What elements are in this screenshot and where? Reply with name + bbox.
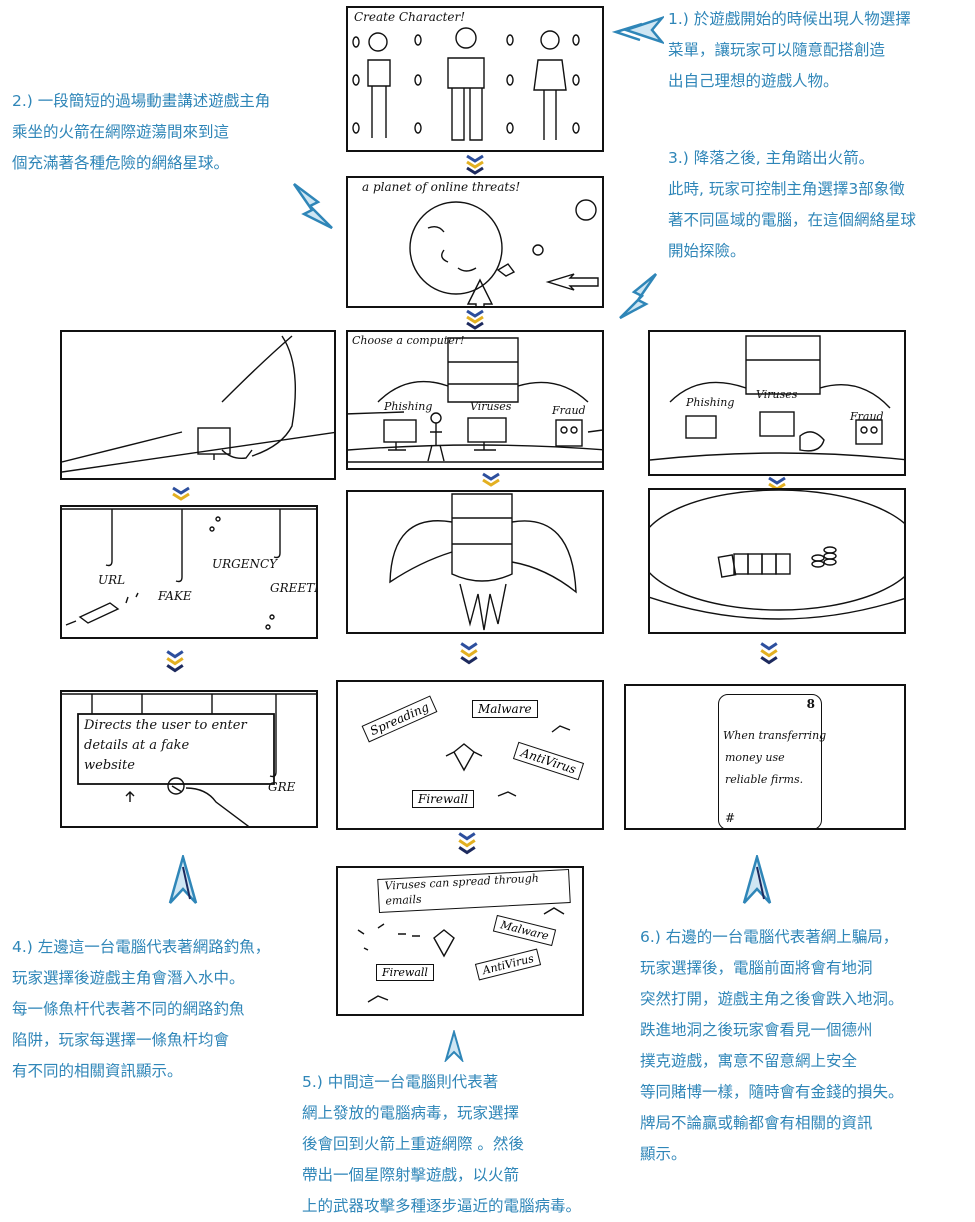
phishing-right-label: Phishing [686,396,735,409]
panel-fishing-rods: URL FAKE URGENCY GREETI [60,505,318,639]
rocket-scene [389,493,577,631]
note-5-line: 後會回到火箭上重遊網際 。然後 [302,1135,524,1153]
panel-phishing-scene [60,330,336,480]
panel-choose-computer: Choose a computer! Phishing Viruses Frau… [346,330,604,470]
note-2-line: 個充滿著各種危險的網絡星球。 [12,154,230,172]
panel-virus-email: Viruses can spread through emails Malwar… [336,866,584,1016]
note-3-line: 此時, 玩家可控制主角選擇3部象徵 [668,180,905,198]
info-card: 8 When transferring money use reliable f… [718,694,826,828]
gre-label: GRE [268,780,296,794]
note-6-line: 6.) 右邊的一台電腦代表著網上騙局， [640,928,899,946]
down-chevron-icon [466,154,484,175]
urgency-label: URGENCY [212,557,278,571]
note-4-line: 每一條魚杆代表著不同的網路釣魚 [12,1000,245,1018]
panel-rocket [346,490,604,634]
url-label: URL [98,573,126,587]
phishing-label: Phishing [384,400,433,413]
viruses-label: Viruses [470,400,512,413]
pointer-arrow-icon [742,855,772,904]
note-4-line: 玩家選擇後遊戲主角會潛入水中。 [12,969,245,987]
card-text-line: money use [725,751,785,764]
computer-selection-scene [348,337,602,463]
down-chevron-icon [460,642,478,665]
note-6: 6.) 右邊的一台電腦代表著網上騙局， 玩家選擇後，電腦前面將會有地洞 突然打開… [640,922,904,1170]
pointer-arrow-icon [612,16,664,44]
note-4-line: 陷阱，玩家每選擇一條魚杆均會 [12,1031,230,1049]
phish-card-line: website [84,758,135,773]
choose-computer-caption: Choose a computer! [352,334,465,347]
virus-email-scene [357,907,565,1003]
planet-scene [409,199,599,306]
poker-table-scene [650,490,904,620]
note-6-line: 等同賭博一樣，隨時會有金錢的損失。 [640,1083,904,1101]
fake-label: FAKE [158,589,192,603]
down-chevron-icon [166,650,184,673]
note-4-line: 4.) 左邊這一台電腦代表著網路釣魚， [12,938,271,956]
panel-fraud-scene: Phishing Viruses Fraud [648,330,906,476]
phishing-scene [62,335,334,473]
note-6-line: 跌進地洞之後玩家會看見一個德州 [640,1021,873,1039]
note-5-line: 網上發放的電腦病毒，玩家選擇 [302,1104,520,1122]
panel-planet: a planet of online threats! [346,176,604,308]
down-chevron-icon [466,309,484,330]
card-text-line: When transferring [723,729,827,742]
note-1-line: 1.) 於遊戲開始的時候出現人物選擇 [668,10,911,28]
pointer-arrow-icon [168,855,198,904]
note-1-line: 出自己理想的遊戲人物。 [668,72,839,90]
note-1-line: 菜單，讓玩家可以隨意配搭創造 [668,41,886,59]
note-5-line: 上的武器攻擊多種逐步逼近的電腦病毒。 [302,1197,582,1215]
pointer-arrow-icon [619,273,658,320]
pointer-arrow-icon [292,183,333,230]
note-6-line: 玩家選擇後，電腦前面將會有地洞 [640,959,873,977]
note-6-line: 撲克遊戲，寓意不留意網上安全 [640,1052,858,1070]
planet-caption: a planet of online threats! [362,180,521,194]
note-6-line: 突然打開，遊戲主角之後會跌入地洞。 [640,990,904,1008]
panel-create-character: Create Character! [346,6,604,152]
note-4: 4.) 左邊這一台電腦代表著網路釣魚， 玩家選擇後遊戲主角會潛入水中。 每一條魚… [12,932,270,1087]
phishing-info-scene [62,693,316,826]
card-corner-bottom: # [725,811,736,825]
panel-poker-table [648,488,906,634]
note-2-line: 2.) 一段簡短的過場動畫講述遊戲主角 [12,92,271,110]
note-4-line: 有不同的相關資訊顯示。 [12,1062,183,1080]
card-corner-top: 8 [806,697,815,711]
note-3: 3.) 降落之後, 主角踏出火箭。 此時, 玩家可控制主角選擇3部象徵 著不同區… [668,143,916,267]
down-chevron-icon [760,642,778,665]
note-5-line: 帶出一個星際射擊遊戲，以火箭 [302,1166,520,1184]
note-6-line: 牌局不論贏或輸都會有相關的資訊 [640,1114,873,1132]
greeting-label: GREETI [270,581,318,595]
note-6-line: 顯示。 [640,1145,687,1163]
phish-card-line: Directs the user to enter [84,718,247,733]
virus-shooter-scene [445,725,571,797]
down-chevron-icon [458,832,476,855]
down-chevron-icon [172,486,190,501]
malware-tag: Malware [472,700,538,718]
note-2: 2.) 一段簡短的過場動畫講述遊戲主角 乘坐的火箭在網際遊蕩間來到這 個充滿著各… [12,86,270,179]
pointer-arrow-icon [444,1030,464,1062]
phish-card-line: details at a fake [84,738,190,753]
fraud-scene [650,335,904,461]
create-character-caption: Create Character! [354,10,466,24]
note-3-line: 著不同區域的電腦，在這個網絡星球 [668,211,917,229]
character-figures [352,27,580,141]
panel-virus-shooter: Spreading Malware AntiVirus Firewall [336,680,604,830]
note-5: 5.) 中間這一台電腦則代表著 網上發放的電腦病毒，玩家選擇 後會回到火箭上重遊… [302,1067,581,1222]
fraud-label: Fraud [552,404,586,417]
panel-fraud-info: 8 When transferring money use reliable f… [624,684,906,830]
note-2-line: 乘坐的火箭在網際遊蕩間來到這 [12,123,230,141]
firewall-tag: Firewall [412,790,475,808]
note-1: 1.) 於遊戲開始的時候出現人物選擇 菜單，讓玩家可以隨意配搭創造 出自己理想的… [668,4,911,97]
note-3-line: 3.) 降落之後, 主角踏出火箭。 [668,149,875,167]
note-3-line: 開始探險。 [668,242,746,260]
note-5-line: 5.) 中間這一台電腦則代表著 [302,1073,499,1091]
firewall-tag-2: Firewall [376,964,434,981]
fishing-rods-scene [62,508,316,630]
panel-phishing-info: Directs the user to enter details at a f… [60,690,318,828]
down-chevron-icon [482,472,500,487]
card-text-line: reliable firms. [725,773,804,786]
